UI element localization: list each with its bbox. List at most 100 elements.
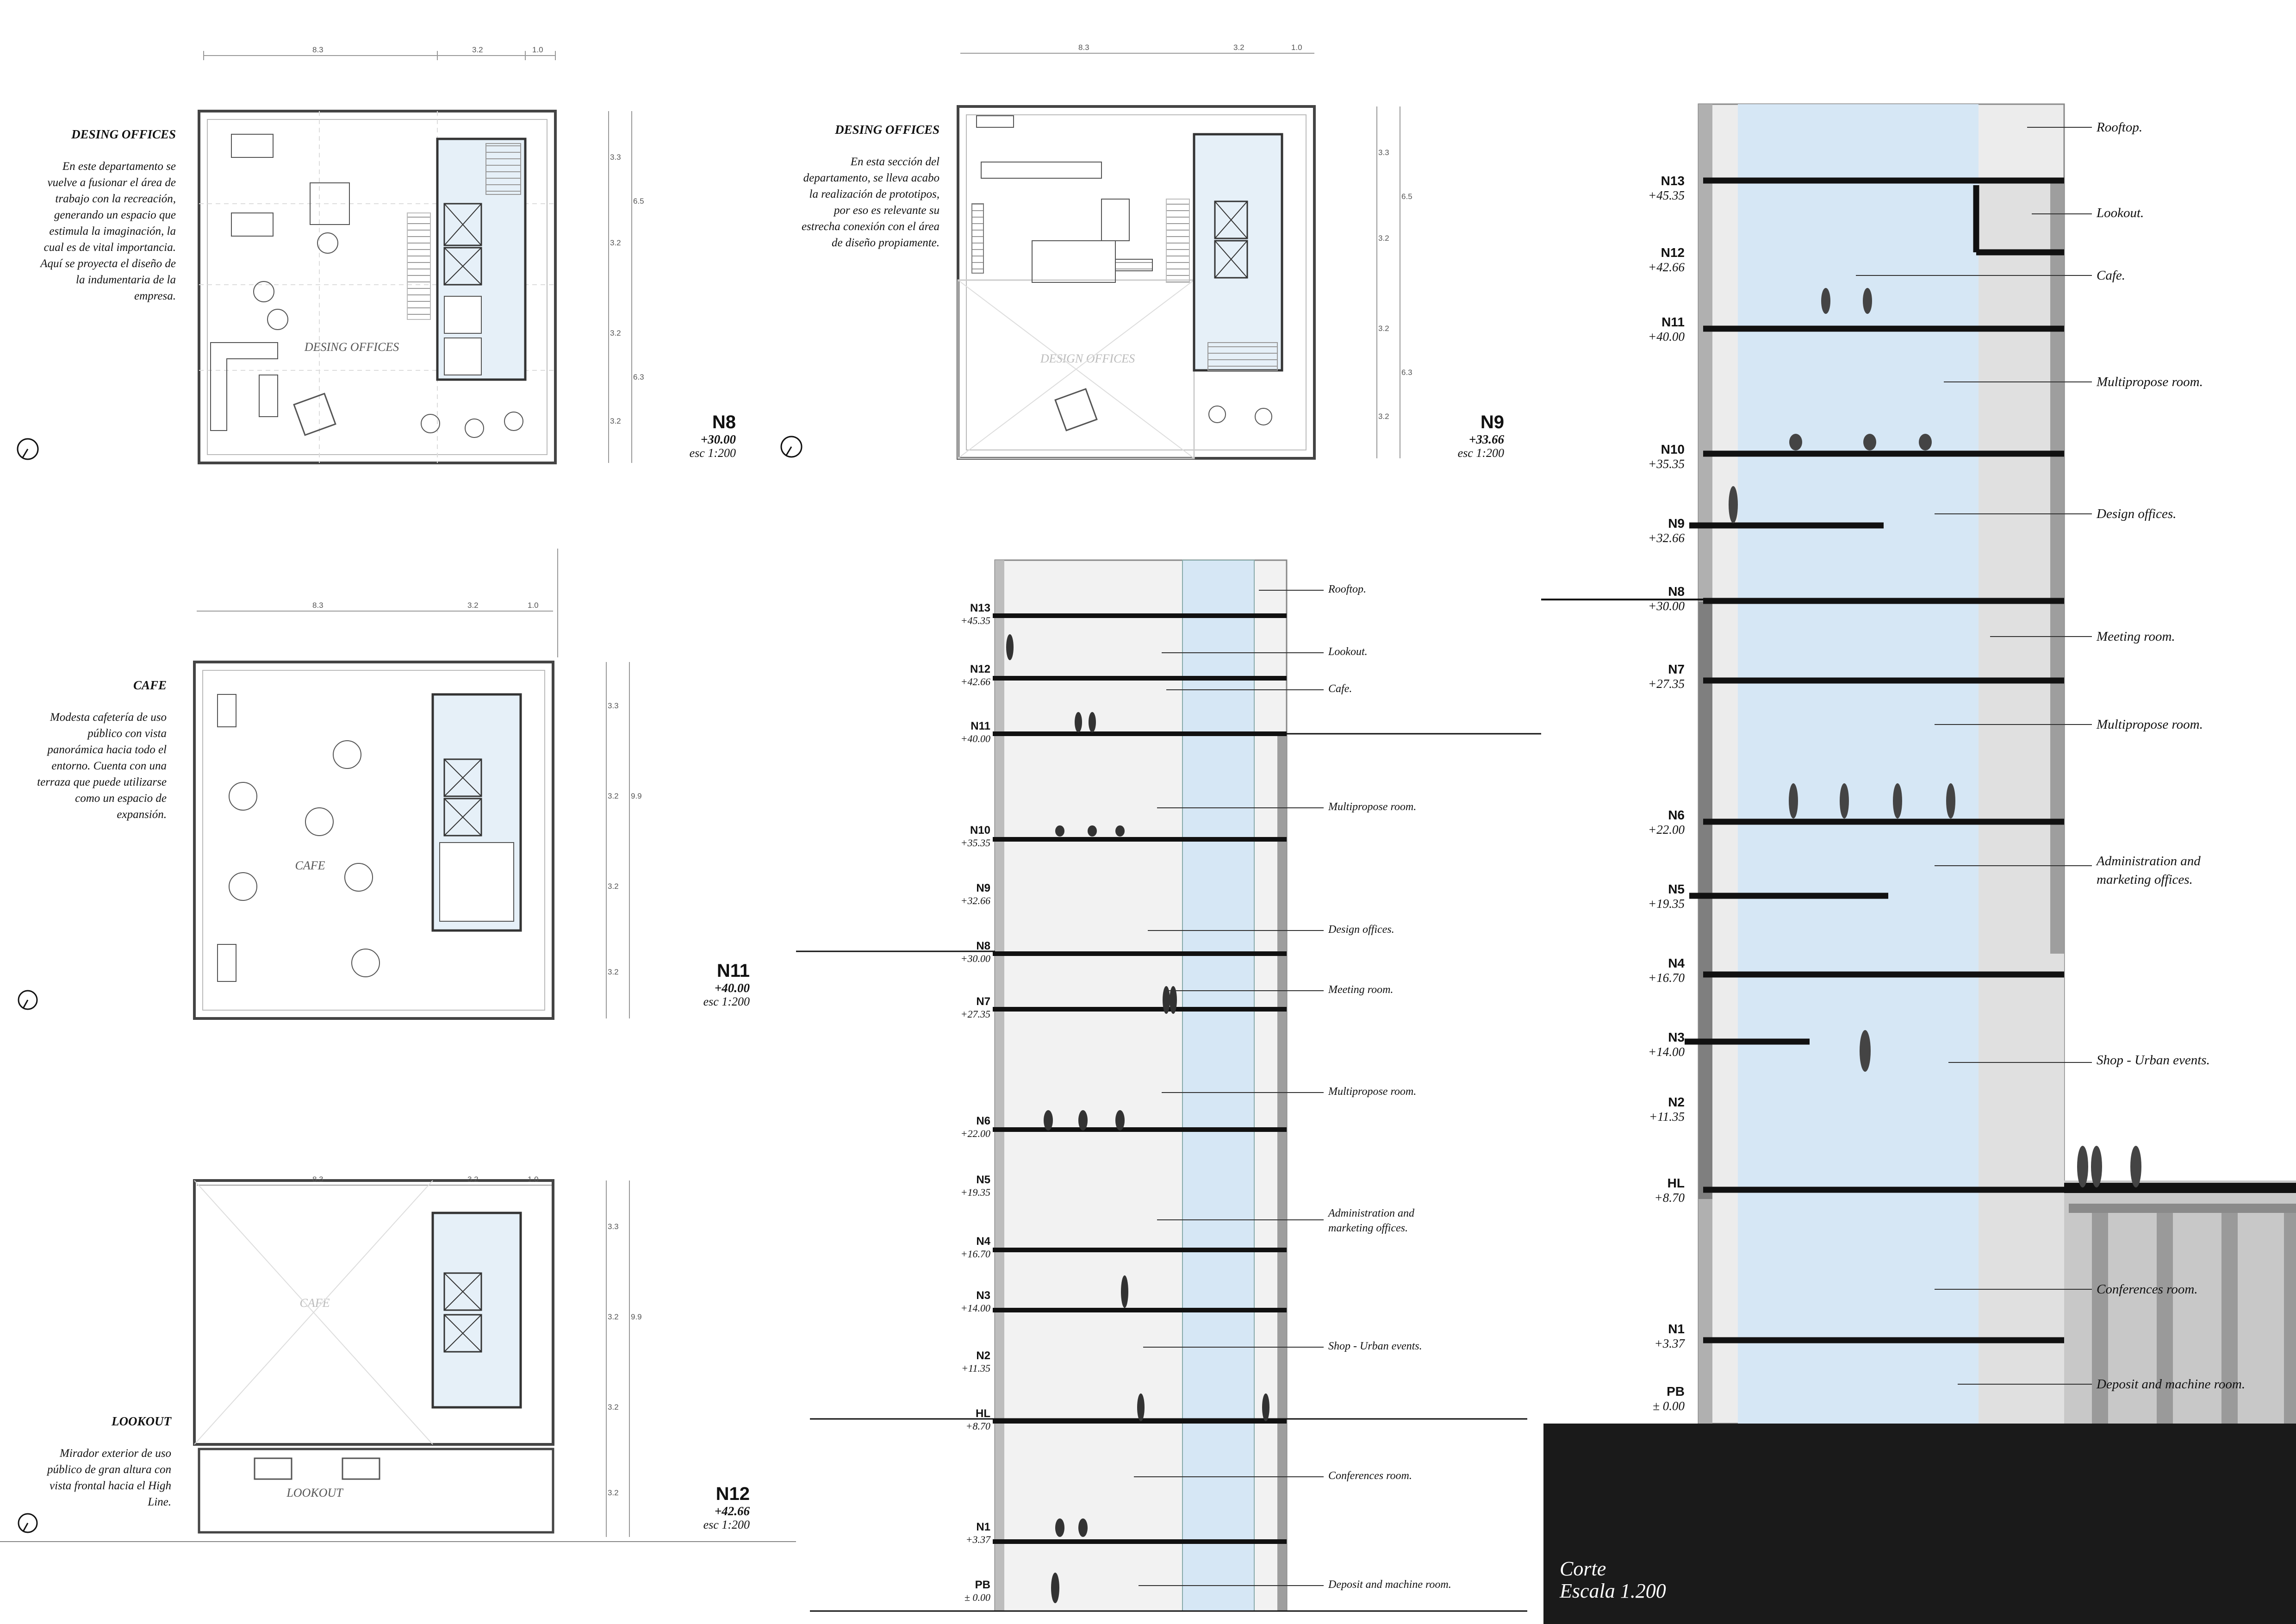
dim-n11-side-4: 3.2 [608,968,619,976]
b-room-administration: Administration and marketing offices. [2097,854,2201,887]
b-room-multipropose-1: Multipropose room. [2097,375,2203,389]
b-level-n8-wrap: N8 +30.00 [1615,584,1685,613]
plan-n9-elevation: +33.66 [1468,432,1504,446]
plan-n9-level: N9 [1480,412,1504,432]
b-room-deposit: Deposit and machine room. [2097,1377,2246,1392]
b-level-n10-wrap: N10 +35.35 [1615,442,1685,471]
s-level-n9: N9 [976,882,990,894]
plan-n12-level: N12 [716,1484,750,1504]
s-level-n10-wrap: N10 +35.35 [940,824,990,849]
b-level-n6: N6 [1668,808,1685,822]
b-level-n8: N8 [1668,584,1685,599]
b-room-conferences: Conferences room. [2097,1282,2198,1297]
b-elev-n5: +19.35 [1648,897,1685,911]
s-level-n8: N8 [976,940,990,952]
s-elev-hl: +8.70 [965,1420,990,1432]
s-level-n13: N13 [970,602,990,614]
plan-n12-description: Mirador exterior de uso público de gran … [47,1447,171,1508]
b-level-hl-wrap: HL +8.70 [1615,1176,1685,1205]
s-elev-pb: ± 0.00 [964,1592,990,1603]
s-level-n7: N7 [976,995,990,1008]
b-level-n1: N1 [1668,1322,1685,1336]
s-level-n6-wrap: N6 +22.00 [940,1115,990,1140]
s-level-n5: N5 [976,1174,990,1186]
b-elev-n10: +35.35 [1648,457,1685,471]
s-room-conferences: Conferences room. [1328,1470,1412,1482]
s-room-lookout: Lookout. [1328,646,1368,658]
b-room-design-offices: Design offices. [2097,506,2177,521]
plan-n11-drawing [18,549,630,1020]
b-room-meeting: Meeting room. [2097,629,2175,644]
plan-n11-description: Modesta cafetería de uso público con vis… [37,711,167,821]
s-level-n10: N10 [970,824,990,837]
s-elev-n13: +45.35 [960,615,990,626]
s-level-n12-wrap: N12 +42.66 [940,663,990,688]
s-level-n11: N11 [971,720,990,732]
dim-n8-side-2: 3.2 [610,238,621,247]
b-room-rooftop: Rooftop. [2097,120,2143,135]
s-level-hl: HL [976,1407,990,1420]
s-level-n3: N3 [976,1289,990,1302]
dim-n8-side-1: 3.3 [610,153,621,162]
s-level-pb-wrap: PB ± 0.00 [940,1579,990,1604]
b-elev-n1: +3.37 [1654,1337,1685,1350]
s-level-n7-wrap: N7 +27.35 [940,995,990,1020]
plan-n12-title: LOOKOUT [112,1414,171,1428]
s-level-n1-wrap: N1 +3.37 [940,1521,990,1546]
s-elev-n5: +19.35 [960,1187,990,1198]
dim-n8-total-1: 6.5 [633,197,644,206]
s-elev-n2: +11.35 [961,1362,990,1374]
b-level-n2-wrap: N2 +11.35 [1615,1095,1685,1124]
b-elev-hl: +8.70 [1654,1191,1685,1205]
dim-n9-side-1: 3.3 [1378,148,1389,157]
s-level-n4-wrap: N4 +16.70 [940,1235,990,1260]
s-level-pb: PB [975,1579,990,1591]
plan-n9-drawing [780,53,1400,460]
s-level-hl-wrap: HL +8.70 [940,1407,990,1432]
s-room-multipropose-2: Multipropose room. [1328,1086,1417,1098]
s-elev-n7: +27.35 [960,1008,990,1020]
dim-n12-side-2: 3.2 [608,1312,619,1321]
s-room-meeting: Meeting room. [1328,984,1394,996]
dim-n11-total: 9.9 [631,792,642,800]
b-level-n11-wrap: N11 +40.00 [1615,315,1685,344]
plan-n9-description: En esta sección del departamento, se lle… [801,156,940,249]
dim-n12-side-4: 3.2 [608,1488,619,1497]
plan-n8-elevation: +30.00 [700,432,736,446]
dim-n11-side-1: 3.3 [608,701,619,710]
b-level-n9: N9 [1668,516,1685,531]
s-level-n2: N2 [976,1349,990,1362]
plan-n8-drawing [17,51,632,464]
dim-n9-a: 8.3 [1078,43,1089,52]
s-elev-n10: +35.35 [960,837,990,849]
plan-n9-scale: esc 1:200 [1457,446,1504,460]
dim-n12-c: 1.0 [528,1175,539,1184]
b-room-lookout: Lookout. [2097,206,2144,220]
b-elev-pb: ± 0.00 [1653,1399,1685,1413]
b-level-n3-wrap: N3 +14.00 [1615,1030,1685,1059]
plan-n11-elevation: +40.00 [714,981,750,995]
s-elev-n9: +32.66 [960,895,990,906]
b-level-n4: N4 [1668,956,1685,970]
dim-n8-total-2: 6.3 [633,373,644,381]
b-level-hl: HL [1667,1176,1685,1190]
dim-n11-side-2: 3.2 [608,792,619,800]
b-elev-n4: +16.70 [1648,971,1685,985]
plan-n11-scale: esc 1:200 [703,995,750,1008]
plan-n8-description: En este departamento se vuelve a fusiona… [40,160,176,302]
dim-n9-total-2: 6.3 [1401,368,1412,377]
dim-n12-side-1: 3.3 [608,1222,619,1231]
dim-n11-side-3: 3.2 [608,882,619,891]
s-level-n3-wrap: N3 +14.00 [940,1289,990,1314]
b-elev-n12: +42.66 [1648,260,1685,274]
plan-n12-room-label-lookout: LOOKOUT [286,1486,343,1499]
s-level-n5-wrap: N5 +19.35 [940,1174,990,1199]
s-room-design-offices: Design offices. [1328,924,1394,936]
s-room-multipropose-1: Multipropose room. [1328,801,1417,813]
b-elev-n7: +27.35 [1648,677,1685,691]
dim-n12-b: 3.2 [467,1175,479,1184]
b-level-n4-wrap: N4 +16.70 [1615,956,1685,985]
b-room-multipropose-2: Multipropose room. [2097,717,2203,732]
